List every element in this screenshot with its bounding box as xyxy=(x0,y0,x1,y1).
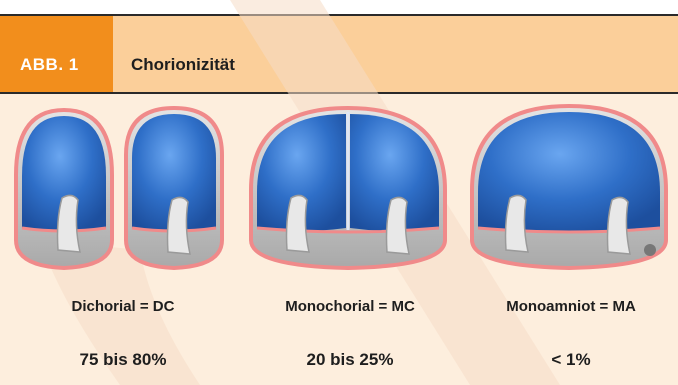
monochorial-illustration xyxy=(245,100,451,270)
label-monochorial: Monochorial = MC xyxy=(245,298,455,315)
monoamniot-illustration xyxy=(466,100,672,270)
sac-right xyxy=(126,108,222,268)
top-bar xyxy=(0,0,678,16)
label-dichorial: Dichorial = DC xyxy=(8,298,238,315)
percentage-monochorial: 20 bis 25% xyxy=(245,350,455,370)
percentage-dichorial: 75 bis 80% xyxy=(8,350,238,370)
figure-tag: ABB. 1 xyxy=(20,55,79,75)
sac-left xyxy=(16,110,112,268)
label-monoamniot: Monoamniot = MA xyxy=(466,298,676,315)
figure-title: Chorionizität xyxy=(131,55,235,75)
percentage-monoamniot: < 1% xyxy=(466,350,676,370)
dichorial-illustration xyxy=(8,100,230,270)
figure-tag-box xyxy=(0,16,113,92)
header-rule xyxy=(0,92,678,94)
